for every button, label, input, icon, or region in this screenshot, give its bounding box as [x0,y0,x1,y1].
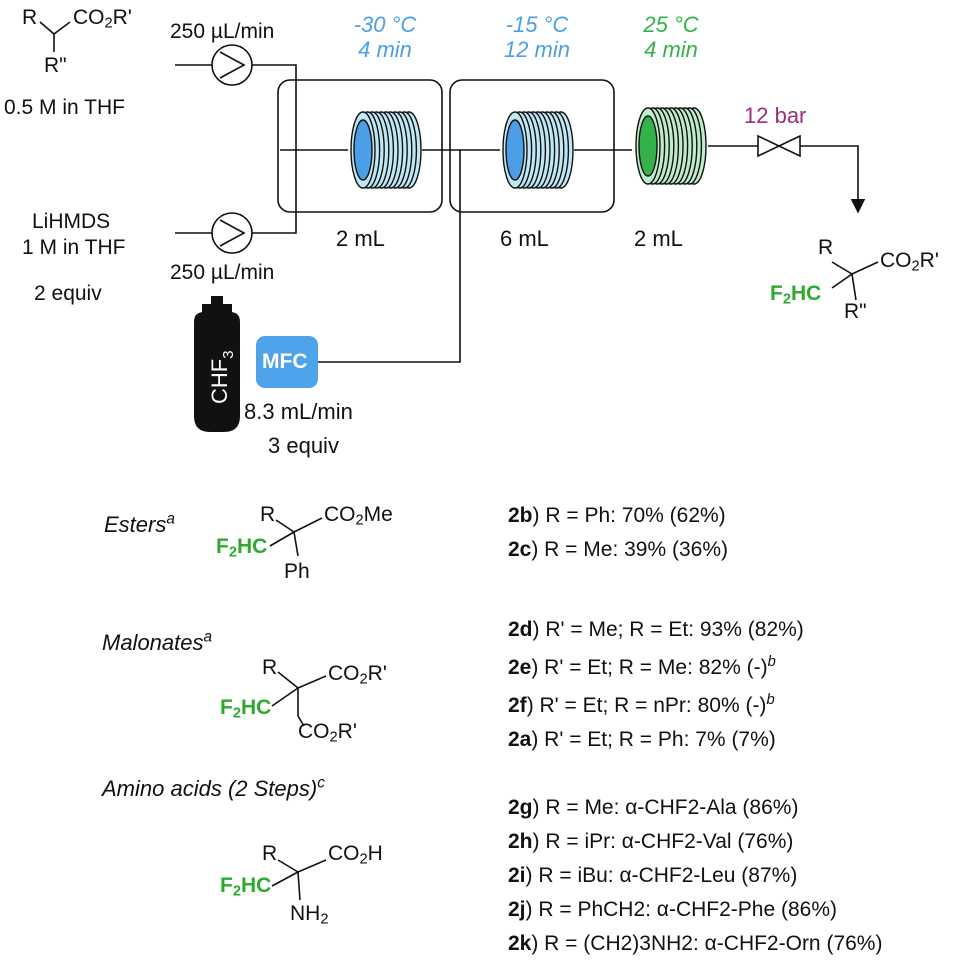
coil-reactor-icon [502,111,574,189]
feed1-flow-rate: 250 µL/min [170,20,275,43]
reactor3-time: 4 min [644,37,698,63]
amino-group-label: F2HC [220,874,272,900]
feed2-flow-rate: 250 µL/min [170,261,275,284]
product-group-label: F2HC [770,282,822,308]
amino-r-label: R [262,842,278,865]
ester-group-label: F2HC [216,535,268,561]
product-r-label: R [818,236,834,259]
reactor1-conditions: -30 °C 4 min [338,12,432,63]
reactor3-conditions: 25 °C 4 min [624,12,718,63]
ester-sub-label: Ph [284,560,310,583]
result-2d: 2d) R' = Me; R = Et: 93% (82%) [508,618,804,641]
result-2h: 2h) R = iPr: α-CHF2-Val (76%) [508,830,794,853]
reactor3-temp: 25 °C [643,12,699,37]
coil-reactor-icon [635,107,707,185]
feed1-ester-label: CO2R' [73,6,132,32]
reactor2-volume: 6 mL [500,226,549,251]
reactor1-temp: -30 °C [353,12,417,37]
ester-structure [269,517,323,557]
product-rpp-label: R" [844,300,867,323]
reactor2-conditions: -15 °C 12 min [488,12,586,63]
feed2-concentration: 1 M in THF [22,236,126,259]
gas-name-label: CHF3 [207,350,237,404]
feed1-structure [39,21,71,52]
result-2b: 2b) R = Ph: 70% (62%) [508,504,726,527]
gas-cylinder-icon [194,296,240,432]
result-2g: 2g) R = Me: α-CHF2-Ala (86%) [508,796,799,819]
reactor-frame-2 [449,79,615,213]
result-2f: 2f) R' = Et; R = nPr: 80% (-)b [508,691,775,717]
result-2j: 2j) R = PhCH2: α-CHF2-Phe (86%) [508,898,837,921]
result-2c: 2c) R = Me: 39% (36%) [508,538,729,561]
reactor2-temp: -15 °C [505,12,569,37]
result-2i: 2i) R = iBu: α-CHF2-Leu (87%) [508,864,798,887]
malonate-co1-label: CO2R' [328,662,387,688]
malonate-co2-label: CO2R' [298,720,357,746]
feed1-r-label: R [22,6,38,29]
ester-r-label: R [260,503,276,526]
feed2-equiv: 2 equiv [34,282,102,305]
coil-reactor-icon [350,111,422,189]
reactor-frame-1 [277,79,443,213]
product-structure [831,261,879,301]
gas-flow-rate: 8.3 mL/min [244,399,353,424]
amino-structure [271,859,327,901]
reactor3-volume: 2 mL [634,226,683,251]
reactor1-time: 4 min [358,37,412,63]
pump-icon [211,44,253,86]
category-malonates: Malonatesa [102,628,213,655]
category-esters: Estersa [104,510,175,537]
result-2a: 2a) R' = Et; R = Ph: 7% (7%) [508,728,776,751]
valve-pressure-label: 12 bar [744,103,807,128]
amino-sub-label: NH2 [290,902,329,928]
pump-icon [211,212,253,254]
tubing [175,64,866,363]
malonate-group-label: F2HC [220,696,272,722]
result-2k: 2k) R = (CH2)3NH2: α-CHF2-Orn (76%) [508,932,883,955]
mfc-box [256,336,318,388]
feed2-reagent: LiHMDS [32,210,111,233]
mfc-label: MFC [262,350,308,373]
feed1-concentration: 0.5 M in THF [4,96,125,119]
result-2e: 2e) R' = Et; R = Me: 82% (-)b [508,653,776,679]
malonate-r-label: R [262,656,278,679]
product-ester-label: CO2R' [880,249,939,275]
valve-icon [757,134,801,158]
gas-equiv: 3 equiv [268,433,339,458]
amino-co-label: CO2H [328,842,383,868]
feed1-rpp-label: R" [44,54,67,77]
ester-co-label: CO2Me [324,503,393,529]
malonate-structure [271,671,327,727]
category-amino-acids: Amino acids (2 Steps)c [102,774,325,801]
reactor2-time: 12 min [503,37,571,63]
reactor1-volume: 2 mL [336,226,385,251]
